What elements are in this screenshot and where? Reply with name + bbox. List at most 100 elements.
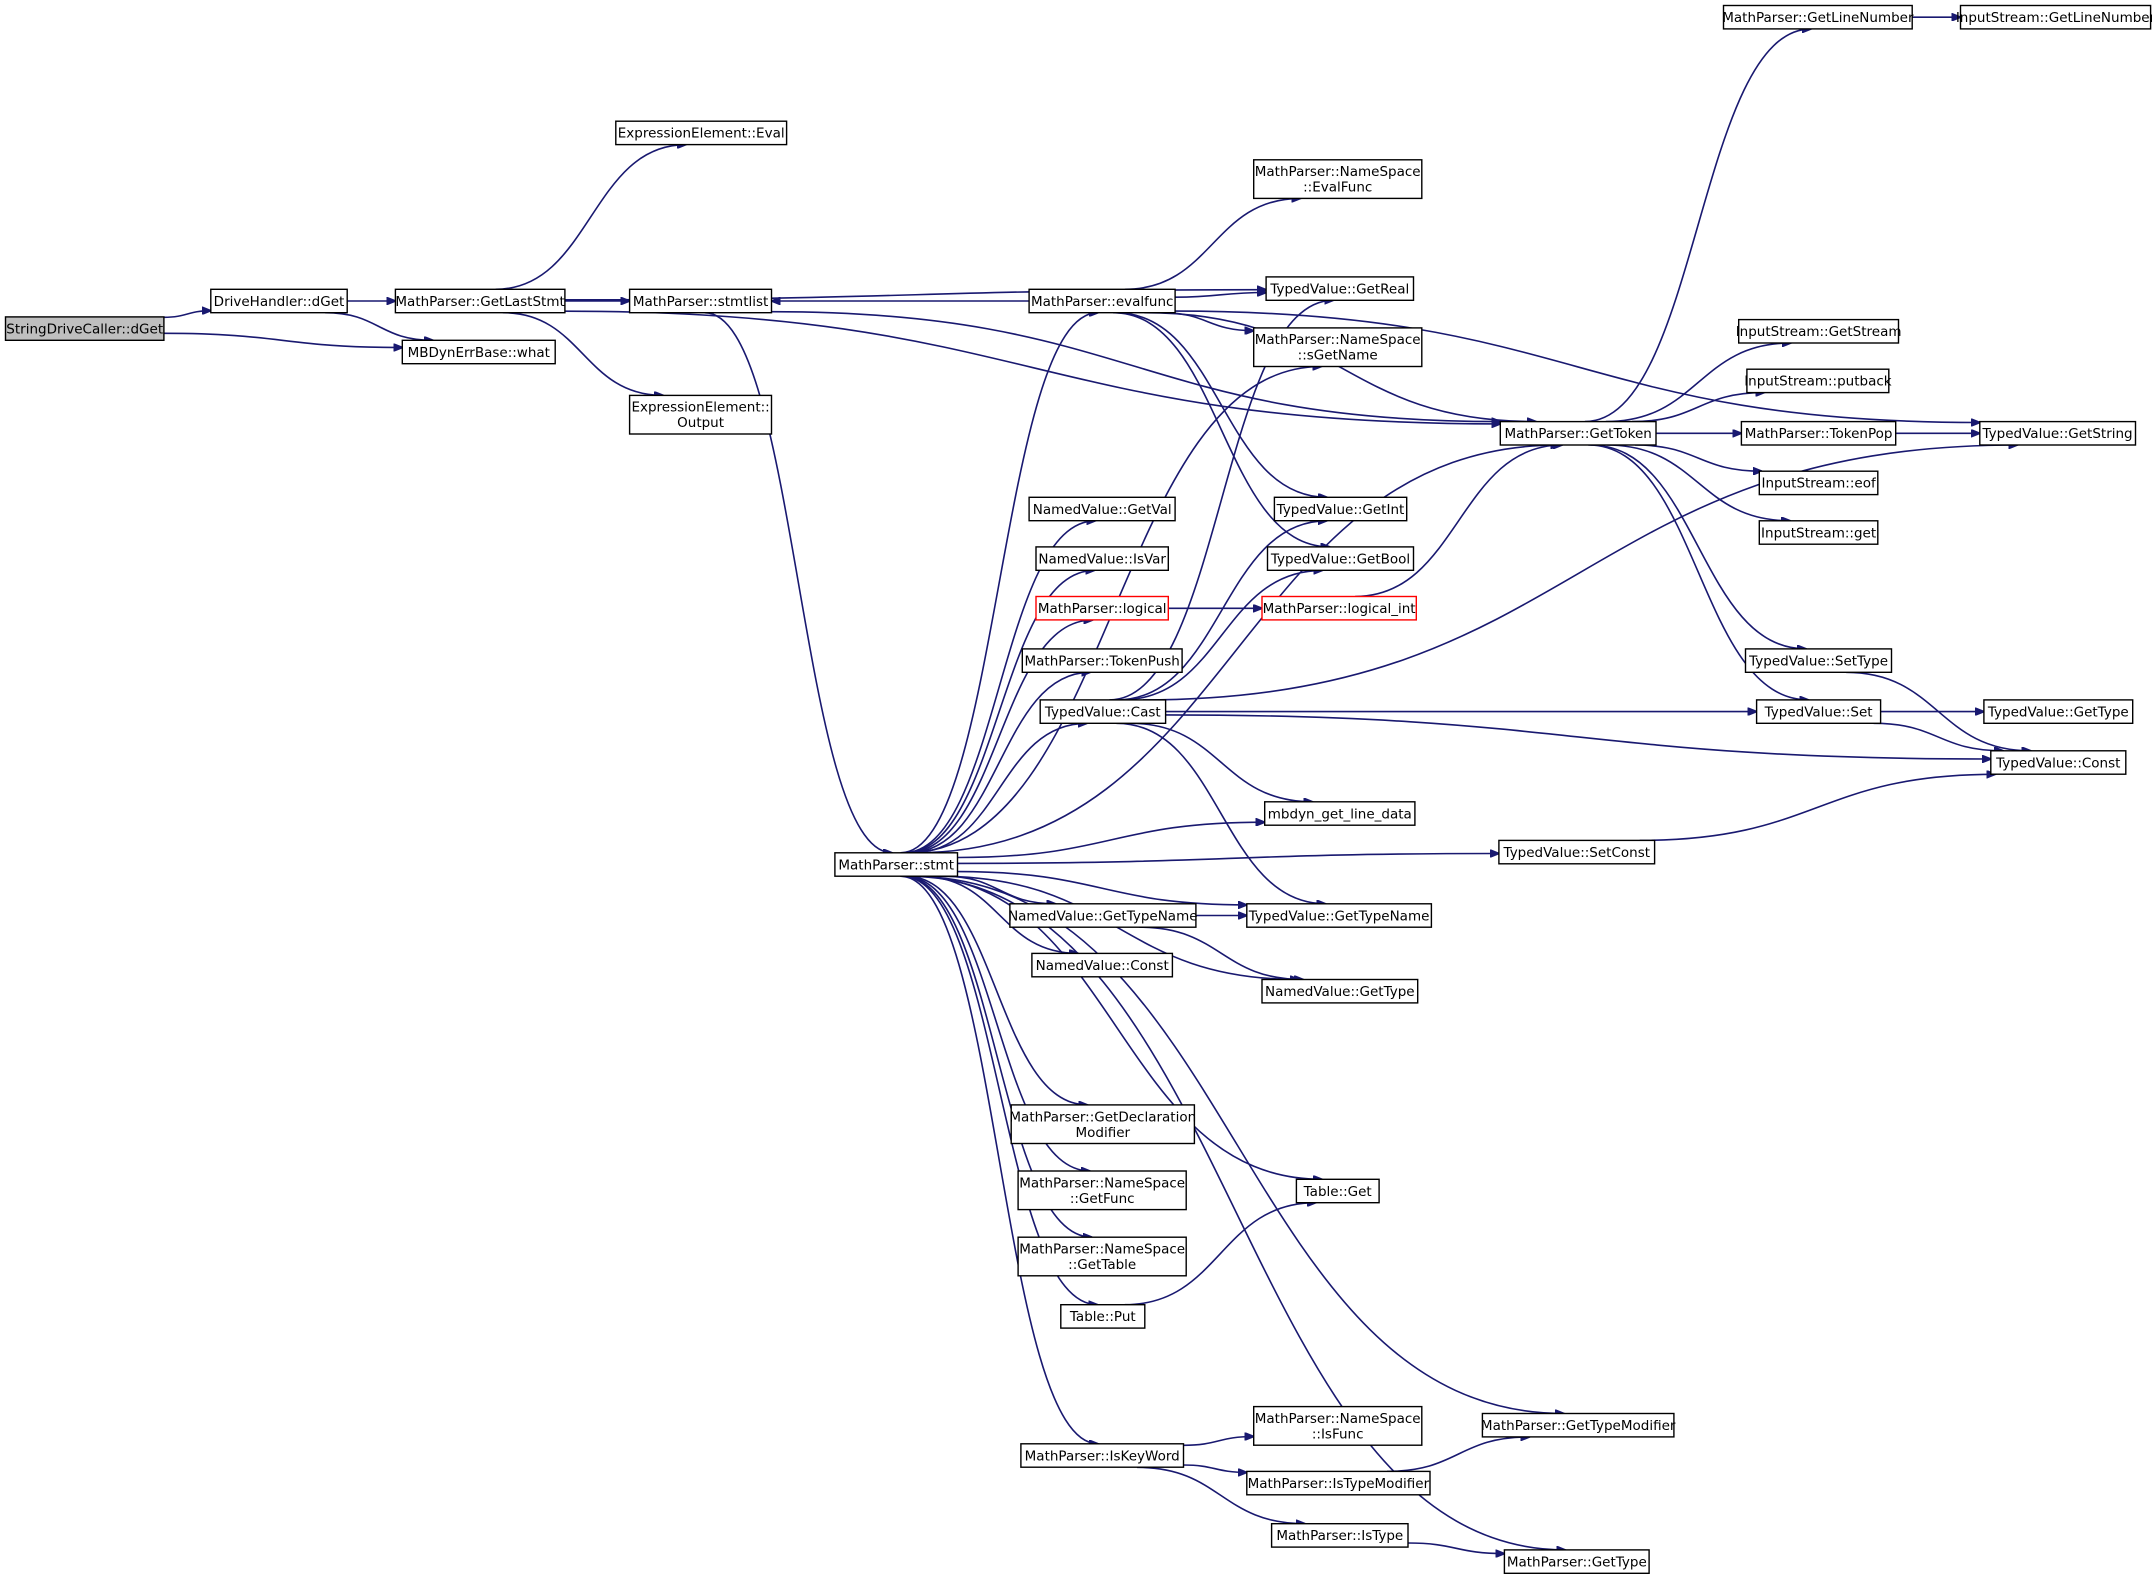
- node-istypemodifier[interactable]: MathParser::IsTypeModifier: [1246, 1470, 1431, 1496]
- node-ns-evalfunc[interactable]: MathParser::NameSpace::EvalFunc: [1252, 159, 1423, 200]
- node-table-get[interactable]: Table::Get: [1295, 1178, 1380, 1204]
- edge-tv_cast-to-tv_getreal: [1109, 300, 1333, 701]
- node-root[interactable]: StringDriveCaller::dGet: [4, 316, 165, 341]
- edge-root-to-mbdyn_what: [163, 332, 402, 347]
- node-mbdyn-what[interactable]: MBDynErrBase::what: [401, 339, 556, 365]
- node-tv-gettypename[interactable]: TypedValue::GetTypeName: [1246, 903, 1433, 928]
- node-box: [628, 288, 773, 314]
- node-nv-const[interactable]: NamedValue::Const: [1031, 952, 1174, 978]
- node-box: [1009, 903, 1197, 928]
- node-is-putback[interactable]: InputStream::putback: [1744, 368, 1892, 394]
- node-nv-gettypename[interactable]: NamedValue::GetTypeName: [1008, 903, 1198, 928]
- node-label: TypedValue::GetTypeName: [1248, 908, 1430, 924]
- node-tv-getbool[interactable]: TypedValue::GetBool: [1266, 546, 1415, 572]
- node-label: MathParser::IsTypeModifier: [1248, 1476, 1430, 1492]
- edge-path: [1120, 570, 1322, 701]
- edge-path: [901, 875, 1098, 1304]
- node-box: [1722, 4, 1913, 30]
- node-box: [1503, 1549, 1650, 1575]
- edge-path: [911, 723, 1087, 854]
- node-box: [1758, 520, 1879, 545]
- edge-evalfunc-to-ns_evalfunc: [1124, 198, 1301, 291]
- node-getlaststmt[interactable]: MathParser::GetLastStmt: [394, 288, 566, 314]
- node-mbdyn-line[interactable]: mbdyn_get_line_data: [1263, 801, 1416, 826]
- node-nv-isvar[interactable]: NamedValue::IsVar: [1035, 546, 1170, 572]
- node-ns-getfunc[interactable]: MathParser::NameSpace::GetFunc: [1017, 1170, 1187, 1211]
- node-label: TypedValue::Const: [1995, 755, 2120, 771]
- node-tokenpush[interactable]: MathParser::TokenPush: [1021, 648, 1183, 674]
- node-tokenpop[interactable]: MathParser::TokenPop: [1740, 420, 1897, 446]
- node-is-getlinenumber[interactable]: InputStream::GetLineNumber: [1956, 4, 2152, 30]
- node-label: MathParser::NameSpace: [1255, 1411, 1421, 1427]
- node-tv-settype[interactable]: TypedValue::SetType: [1744, 648, 1893, 674]
- node-ns-sgetname[interactable]: MathParser::NameSpace::sGetName: [1252, 327, 1423, 368]
- node-label: TypedValue::GetBool: [1270, 552, 1410, 568]
- node-nv-getval[interactable]: NamedValue::GetVal: [1028, 496, 1176, 522]
- node-label: MathParser::NameSpace: [1019, 1175, 1185, 1191]
- edge-path: [1130, 722, 1313, 802]
- node-box: [1017, 1170, 1187, 1211]
- node-ns-isfunc[interactable]: MathParser::NameSpace::IsFunc: [1252, 1405, 1423, 1446]
- edge-tv_setconst-to-tv_const: [1639, 774, 1996, 842]
- node-stmt[interactable]: MathParser::stmt: [834, 852, 959, 877]
- edge-tv_set-to-tv_const: [1873, 722, 2004, 751]
- node-istype[interactable]: MathParser::IsType: [1270, 1522, 1409, 1548]
- node-box: [1979, 420, 2137, 446]
- node-ee-output[interactable]: ExpressionElement::Output: [628, 394, 773, 435]
- node-iskeyword[interactable]: MathParser::IsKeyWord: [1020, 1443, 1185, 1468]
- node-tv-getreal[interactable]: TypedValue::GetReal: [1265, 276, 1415, 301]
- node-tv-setconst[interactable]: TypedValue::SetConst: [1498, 839, 1656, 865]
- node-box: [1020, 1443, 1185, 1468]
- node-box: [1035, 546, 1170, 572]
- edge-layer: [163, 17, 2031, 1554]
- edge-path: [1165, 714, 1991, 759]
- edge-stmtlist-to-gettoken: [771, 310, 1501, 422]
- node-box: [1028, 496, 1176, 522]
- node-tv-gettype[interactable]: TypedValue::GetType: [1983, 699, 2134, 725]
- node-is-get[interactable]: InputStream::get: [1758, 520, 1879, 545]
- node-logical[interactable]: MathParser::logical: [1035, 595, 1170, 621]
- node-dh-dget[interactable]: DriveHandler::dGet: [210, 288, 348, 314]
- node-is-getstream[interactable]: InputStream::GetStream: [1736, 318, 1902, 344]
- edge-stmt-to-mp_gettype: [907, 875, 1566, 1550]
- node-tv-const[interactable]: TypedValue::Const: [1990, 750, 2127, 775]
- node-stmtlist[interactable]: MathParser::stmtlist: [628, 288, 773, 314]
- edge-path: [905, 875, 1088, 1105]
- node-tv-getstring[interactable]: TypedValue::GetString: [1979, 420, 2137, 446]
- edge-path: [1407, 1542, 1504, 1554]
- node-label: MathParser::GetTypeModifier: [1481, 1418, 1676, 1434]
- node-ee-eval[interactable]: ExpressionElement::Eval: [615, 120, 788, 146]
- edge-path: [324, 311, 433, 341]
- node-label: InputStream::GetLineNumber: [1956, 10, 2152, 26]
- node-gettypemodifier[interactable]: MathParser::GetTypeModifier: [1481, 1412, 1676, 1438]
- edge-gettoken-to-getlinenumber: [1584, 29, 1811, 423]
- node-label: DriveHandler::dGet: [214, 294, 345, 310]
- node-is-eof[interactable]: InputStream::eof: [1758, 470, 1879, 496]
- node-ns-gettable[interactable]: MathParser::NameSpace::GetTable: [1017, 1236, 1187, 1277]
- node-nv-gettype[interactable]: NamedValue::GetType: [1261, 978, 1419, 1004]
- edge-tv_cast-to-tv_getstring: [1142, 445, 2017, 701]
- edge-stmt-to-ns_getfunc: [903, 875, 1090, 1171]
- edge-nv_gettypename-to-nv_gettype: [1139, 926, 1304, 979]
- edge-path: [704, 311, 893, 853]
- node-label: TypedValue::GetReal: [1269, 281, 1409, 297]
- node-gettoken[interactable]: MathParser::GetToken: [1499, 420, 1657, 446]
- edge-stmt-to-ns_gettable: [902, 875, 1092, 1237]
- node-box: [394, 288, 566, 314]
- node-tv-set[interactable]: TypedValue::Set: [1755, 699, 1882, 725]
- node-box: [1246, 1470, 1431, 1496]
- node-label: MathParser::IsType: [1276, 1528, 1403, 1544]
- node-label: NamedValue::GetType: [1265, 984, 1415, 1000]
- edge-stmt-to-tv_gettypename: [957, 870, 1247, 905]
- node-logical-int[interactable]: MathParser::logical_int: [1261, 595, 1418, 621]
- node-mp-gettype[interactable]: MathParser::GetType: [1503, 1549, 1650, 1575]
- node-evalfunc[interactable]: MathParser::evalfunc: [1028, 288, 1176, 314]
- edge-path: [957, 822, 1265, 859]
- node-table-put[interactable]: Table::Put: [1060, 1303, 1146, 1329]
- edge-path: [1588, 444, 1808, 700]
- node-getlinenumber[interactable]: MathParser::GetLineNumber: [1722, 4, 1914, 30]
- node-tv-getint[interactable]: TypedValue::GetInt: [1273, 496, 1408, 522]
- node-tv-cast[interactable]: TypedValue::Cast: [1039, 699, 1167, 725]
- node-box: [1744, 648, 1893, 674]
